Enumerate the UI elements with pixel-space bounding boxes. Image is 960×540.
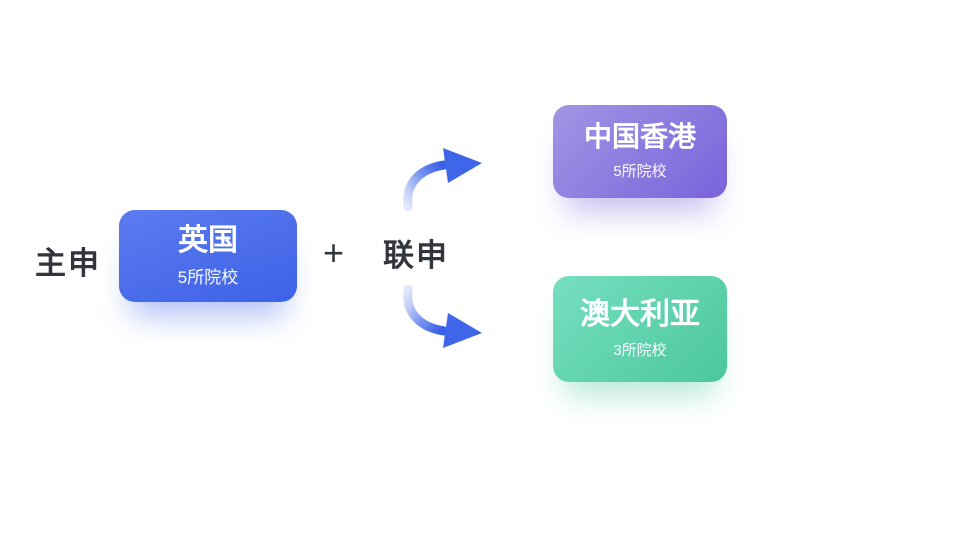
branch-card-title: 中国香港 xyxy=(583,121,696,153)
branch-card-hongkong: 中国香港 5所院校 xyxy=(553,105,727,198)
main-card-subtitle: 5所院校 xyxy=(177,268,239,287)
main-apply-label: 主申 xyxy=(35,246,101,281)
curved-arrow-up-icon xyxy=(403,148,482,212)
branch-card-subtitle: 5所院校 xyxy=(613,162,667,180)
plus-icon: + xyxy=(323,232,345,273)
main-card-uk: 英国 5所院校 xyxy=(119,210,297,302)
joint-apply-label: 联申 xyxy=(383,238,449,273)
main-card-title: 英国 xyxy=(178,224,238,257)
branch-card-subtitle: 3所院校 xyxy=(613,342,667,359)
branch-card-title: 澳大利亚 xyxy=(580,298,700,331)
curved-arrow-down-icon xyxy=(403,284,482,348)
branch-card-australia: 澳大利亚 3所院校 xyxy=(553,276,727,382)
